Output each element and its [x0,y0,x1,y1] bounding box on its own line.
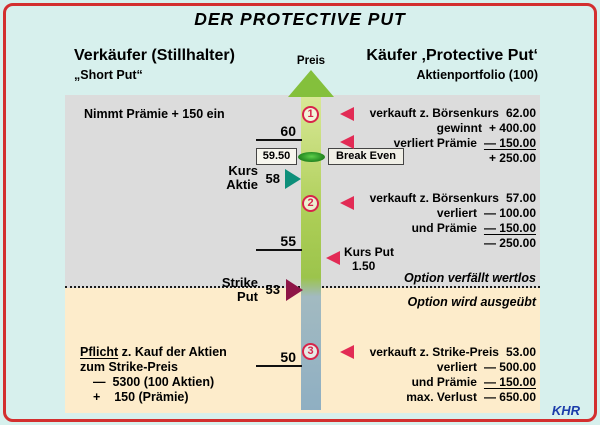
tick-55-line [256,249,302,251]
price-axis [301,95,321,410]
calc-label: verliert Prämie [393,136,477,150]
calc-label: und Prämie [411,375,477,389]
buyer-subtitle: Aktienportfolio (100) [416,68,538,82]
buyer-header: Käufer ‚Protective Put‘ [366,47,538,64]
calc-label: gewinnt [436,121,482,135]
calc-row: verkauft z. Börsenkurs 62.00 [330,106,536,121]
calc-value: — 150.00 [483,375,536,389]
calc-label: verkauft z. Börsenkurs [369,106,499,120]
calc-value: + 250.00 [488,151,536,165]
calc-value: — 150.00 [483,221,536,235]
step-3-pointer-icon [340,345,354,359]
obligation-line2: zum Strike-Preis [80,360,178,374]
tick-55-label: 55 [280,233,296,249]
page-title: DER PROTECTIVE PUT [194,9,406,29]
strike-name-line1: Strike [221,275,258,290]
obligation-duty-rest: z. Kauf der Aktien [118,345,227,359]
calc-label: verkauft z. Strike-Preis [369,345,499,359]
calc-label: verkauft z. Börsenkurs [369,191,499,205]
calc-value: + 400.00 [488,121,536,135]
option-expires-note: Option verfällt wertlos [404,271,536,285]
put-price-label: Kurs Put [344,245,395,259]
obligation-duty-word: Pflicht [80,345,119,359]
step-3-badge: 3 [302,343,319,360]
break-even-price: 59.50 [256,148,297,165]
option-exercised-note: Option wird ausgeübt [407,295,536,309]
step-2-badge: 2 [302,195,319,212]
stock-name-line1: Kurs [228,163,258,178]
calc-row: verliert — 500.00 [330,360,536,375]
strike-name-line2: Put [237,289,258,304]
strike-price-label: 53 [265,282,280,297]
tick-50-line [256,365,302,367]
calc-row: verkauft z. Strike-Preis 53.00 [330,345,536,360]
step-1-pointer-icon [340,107,354,121]
tick-50-label: 50 [280,349,296,365]
calc-value: — 500.00 [483,360,536,374]
strike-name-label: Strike Put [194,276,258,304]
break-even-marker-icon [298,152,325,162]
stock-price-label: 58 [265,171,280,186]
calc-row: max. Verlust — 650.00 [330,390,536,405]
step-2-pointer-icon [340,196,354,210]
step-1-badge: 1 [302,106,319,123]
calc-label: max. Verlust [406,390,477,404]
price-axis-label: Preis [296,55,326,67]
obligation-line3: — 5300 (100 Aktien) [93,375,215,389]
stock-price-marker-icon [285,169,301,189]
obligation-line4: + 150 (Prämie) [93,390,189,404]
price-60-pointer-icon [340,135,354,149]
calc-value: 62.00 [505,106,536,120]
strike-price-marker-icon [286,279,303,301]
calc-row: verliert — 100.00 [330,206,536,221]
author-signature: KHR [551,403,581,418]
calc-value: — 150.00 [483,136,536,150]
tick-60-label: 60 [280,123,296,139]
calc-row: und Prämie — 150.00 [330,375,536,390]
seller-subtitle: „Short Put“ [74,68,143,82]
calc-value: — 250.00 [483,236,536,250]
up-arrow-icon [288,70,334,97]
calc-row: verkauft z. Börsenkurs 57.00 [330,191,536,206]
put-price-value: 1.50 [352,259,376,273]
scenario-1-calculation: verkauft z. Börsenkurs 62.00 gewinnt + 400… [330,106,536,166]
seller-header: Verkäufer (Stillhalter) [74,47,235,64]
calc-row: + 250.00 [330,151,536,166]
calc-row: — 250.00 [330,236,536,251]
obligation-note: Pflicht z. Kauf der Aktien zum Strike-Pr… [80,345,227,405]
calc-label: verliert [436,360,477,374]
calc-value: — 100.00 [483,206,536,220]
calc-label: und Prämie [411,221,477,235]
calc-row: gewinnt + 400.00 [330,121,536,136]
put-price-note: Kurs Put 1.50 [344,245,394,273]
premium-note: Nimmt Prämie + 150 ein [84,107,225,121]
break-even-label: Break Even [328,148,404,165]
calc-value: 53.00 [505,345,536,359]
put-price-pointer-icon [326,251,340,265]
calc-label: verliert [436,206,477,220]
stock-name-label: Kurs Aktie [198,164,258,192]
tick-60-line [256,139,302,141]
calc-value: — 650.00 [483,390,536,404]
scenario-2-calculation: verkauft z. Börsenkurs 57.00 verliert — 10… [330,191,536,251]
calc-row: und Prämie — 150.00 [330,221,536,236]
scenario-3-calculation: verkauft z. Strike-Preis 53.00 verliert — … [330,345,536,405]
obligation-line1: Pflicht z. Kauf der Aktien [80,345,227,360]
calc-value: 57.00 [505,191,536,205]
calc-row: verliert Prämie — 150.00 [330,136,536,151]
stock-name-line2: Aktie [226,177,258,192]
